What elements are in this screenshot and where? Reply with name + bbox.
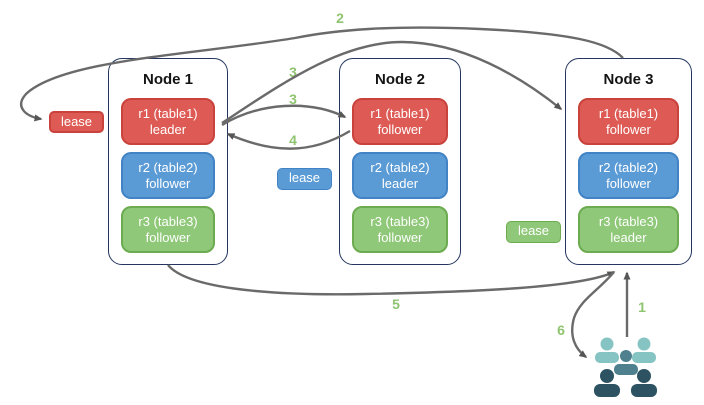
node-1-replica-r1: r1 (table1) leader: [121, 98, 215, 145]
node-3-title: Node 3: [603, 71, 654, 88]
replica-role: follower: [145, 175, 191, 191]
node-1-replica-r2: r2 (table2) follower: [121, 152, 215, 199]
node-2-replica-r2: r2 (table2) leader: [352, 152, 448, 199]
replica-name: r1 (table1): [370, 105, 430, 121]
node-1-box: Node 1 r1 (table1) leader r2 (table2) fo…: [108, 58, 228, 265]
replica-role: follower: [606, 175, 651, 191]
node-1-title: Node 1: [142, 71, 193, 88]
replica-name: r1 (table1): [598, 105, 659, 121]
replica-role: follower: [145, 229, 191, 245]
lease-badge-table1: lease: [49, 111, 104, 133]
replica-role: follower: [377, 121, 423, 137]
node-3-box: Node 3 r1 (table1) follower r2 (table2) …: [565, 58, 692, 265]
users-group-icon: [594, 337, 657, 397]
step-label-4: 4: [289, 132, 297, 148]
replica-name: r2 (table2): [138, 159, 198, 175]
node-2-replica-r3: r3 (table3) follower: [352, 206, 448, 253]
step-label-1: 1: [638, 299, 646, 315]
replica-role: leader: [381, 175, 419, 191]
arrow-step-6: [571, 271, 615, 358]
step-label-2: 2: [336, 10, 344, 26]
lease-badge-table3: lease: [506, 221, 561, 243]
node-2-box: Node 2 r1 (table1) follower r2 (table2) …: [339, 58, 461, 265]
step-label-5: 5: [392, 296, 400, 312]
replica-role: follower: [377, 229, 423, 245]
node-2-title: Node 2: [374, 71, 425, 88]
step-label-3a: 3: [289, 64, 297, 80]
users-back-row: [595, 337, 656, 363]
replica-name: r3 (table3): [370, 213, 430, 229]
replica-name: r1 (table1): [138, 105, 198, 121]
node-3-replica-r1: r1 (table1) follower: [578, 98, 679, 145]
replica-role: follower: [606, 121, 651, 137]
arrow-step-3b: [221, 104, 347, 127]
step-label-3b: 3: [289, 91, 297, 107]
node-3-replica-r3: r3 (table3) leader: [578, 206, 679, 253]
users-middle-person: [614, 350, 638, 375]
node-3-replica-r2: r2 (table2) follower: [578, 152, 679, 199]
users-front-row: [594, 369, 657, 397]
replica-role: leader: [149, 121, 187, 137]
step-label-6: 6: [557, 322, 565, 338]
node-1-replica-r3: r3 (table3) follower: [121, 206, 215, 253]
node-2-replica-r1: r1 (table1) follower: [352, 98, 448, 145]
replica-name: r2 (table2): [598, 159, 659, 175]
replica-role: leader: [610, 229, 647, 245]
replica-name: r2 (table2): [370, 159, 430, 175]
arrow-step-5: [167, 264, 616, 296]
replica-name: r3 (table3): [598, 213, 659, 229]
lease-badge-table2: lease: [277, 168, 332, 190]
replica-name: r3 (table3): [138, 213, 198, 229]
